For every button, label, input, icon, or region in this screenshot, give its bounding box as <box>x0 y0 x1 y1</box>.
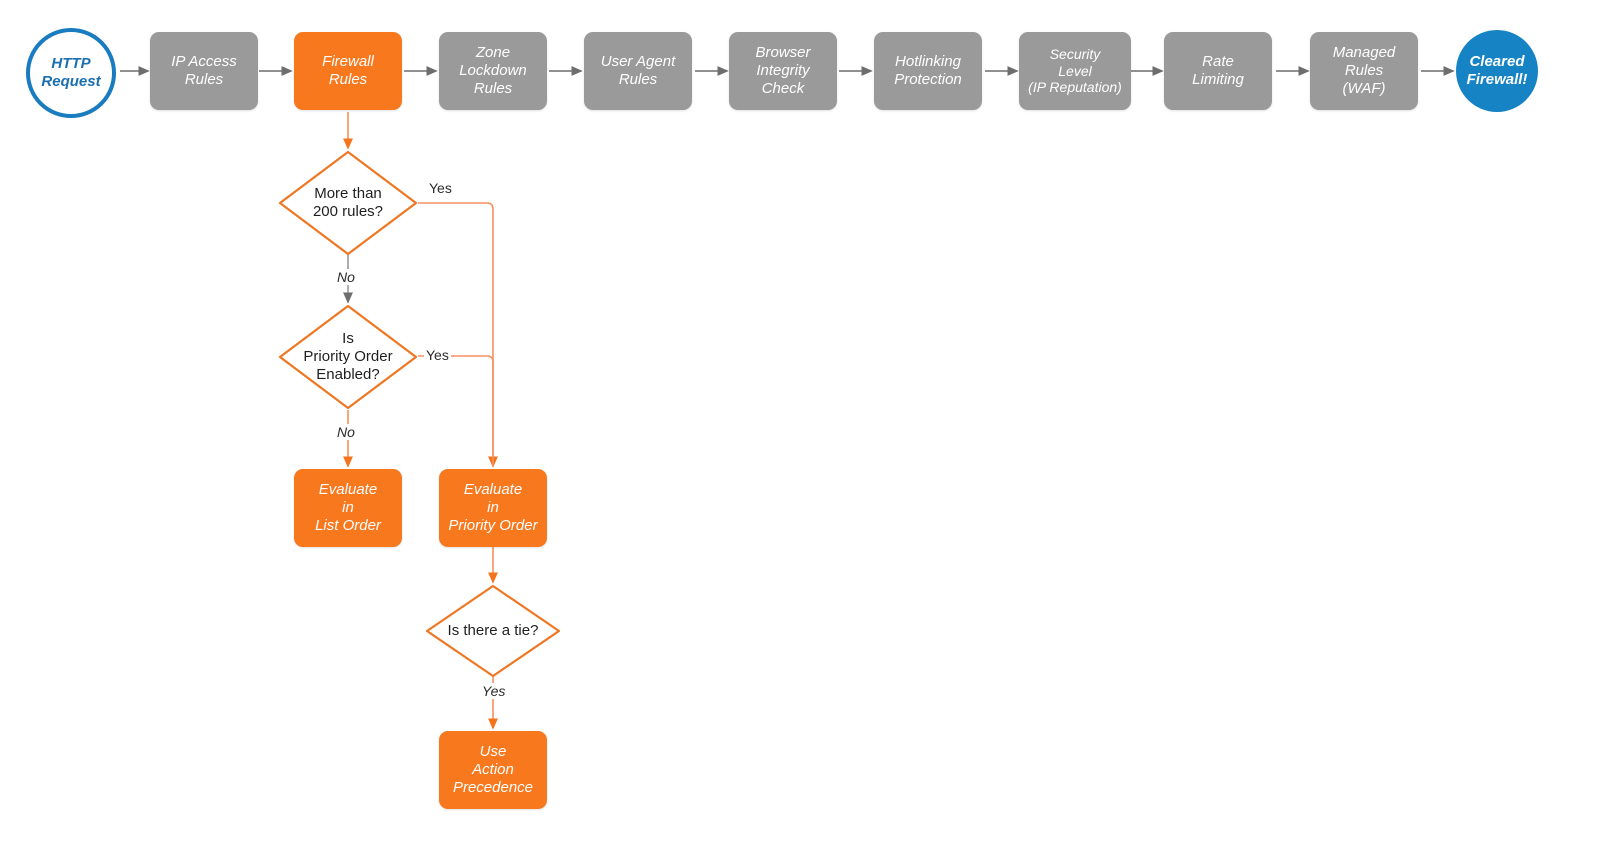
edge-label-no-200: No <box>335 269 357 285</box>
decision-is-priority-order-enabled-label: Is Priority Order Enabled? <box>303 330 393 383</box>
node-use-action-precedence-label: Use Action Precedence <box>452 743 534 796</box>
node-security-level[interactable]: Security Level (IP Reputation) <box>1019 32 1131 110</box>
node-firewall-rules-label: Firewall Rules <box>322 53 374 88</box>
node-evaluate-in-priority-order-label: Evaluate in Priority Order <box>448 481 538 534</box>
node-security-level-label: Security Level (IP Reputation) <box>1028 46 1122 96</box>
node-hotlinking-protection[interactable]: Hotlinking Protection <box>874 32 982 110</box>
edge-label-yes-200: Yes <box>427 180 454 196</box>
node-evaluate-in-list-order-label: Evaluate in List Order <box>315 481 381 534</box>
decision-is-there-a-tie-label: Is there a tie? <box>447 622 539 639</box>
node-zone-lockdown-rules-label: Zone Lockdown Rules <box>459 44 527 97</box>
decision-more-than-200-rules-label: More than 200 rules? <box>312 185 384 220</box>
node-ip-access-rules[interactable]: IP Access Rules <box>150 32 258 110</box>
edge-yes-priority-order <box>418 355 494 466</box>
node-hotlinking-protection-label: Hotlinking Protection <box>894 53 962 88</box>
node-evaluate-in-list-order[interactable]: Evaluate in List Order <box>294 469 402 547</box>
node-http-request-label: HTTP Request <box>41 55 101 90</box>
node-use-action-precedence[interactable]: Use Action Precedence <box>439 731 547 809</box>
diamond-shape <box>278 150 418 256</box>
node-user-agent-rules[interactable]: User Agent Rules <box>584 32 692 110</box>
node-evaluate-in-priority-order[interactable]: Evaluate in Priority Order <box>439 469 547 547</box>
decision-is-priority-order-enabled[interactable]: Is Priority Order Enabled? <box>278 304 418 410</box>
node-rate-limiting[interactable]: Rate Limiting <box>1164 32 1272 110</box>
decision-more-than-200-rules[interactable]: More than 200 rules? <box>278 150 418 256</box>
node-user-agent-rules-label: User Agent Rules <box>600 53 676 88</box>
edge-label-yes-tie: Yes <box>480 683 508 699</box>
node-managed-rules-waf-label: Managed Rules (WAF) <box>1332 44 1396 97</box>
node-firewall-rules[interactable]: Firewall Rules <box>294 32 402 110</box>
diamond-shape <box>278 304 418 410</box>
node-browser-integrity-check-label: Browser Integrity Check <box>755 44 811 97</box>
edge-label-yes-priority: Yes <box>424 347 451 363</box>
node-browser-integrity-check[interactable]: Browser Integrity Check <box>729 32 837 110</box>
edge-label-no-priority: No <box>335 424 357 440</box>
node-managed-rules-waf[interactable]: Managed Rules (WAF) <box>1310 32 1418 110</box>
node-cleared-firewall-label: Cleared Firewall! <box>1466 53 1528 88</box>
node-cleared-firewall[interactable]: Cleared Firewall! <box>1456 30 1538 112</box>
node-http-request[interactable]: HTTP Request <box>26 28 116 118</box>
node-zone-lockdown-rules[interactable]: Zone Lockdown Rules <box>439 32 547 110</box>
decision-is-there-a-tie[interactable]: Is there a tie? <box>425 584 561 678</box>
node-ip-access-rules-label: IP Access Rules <box>171 53 237 88</box>
diamond-shape <box>425 584 561 678</box>
node-rate-limiting-label: Rate Limiting <box>1192 53 1244 88</box>
edge-yes-more-than-200 <box>418 202 498 468</box>
